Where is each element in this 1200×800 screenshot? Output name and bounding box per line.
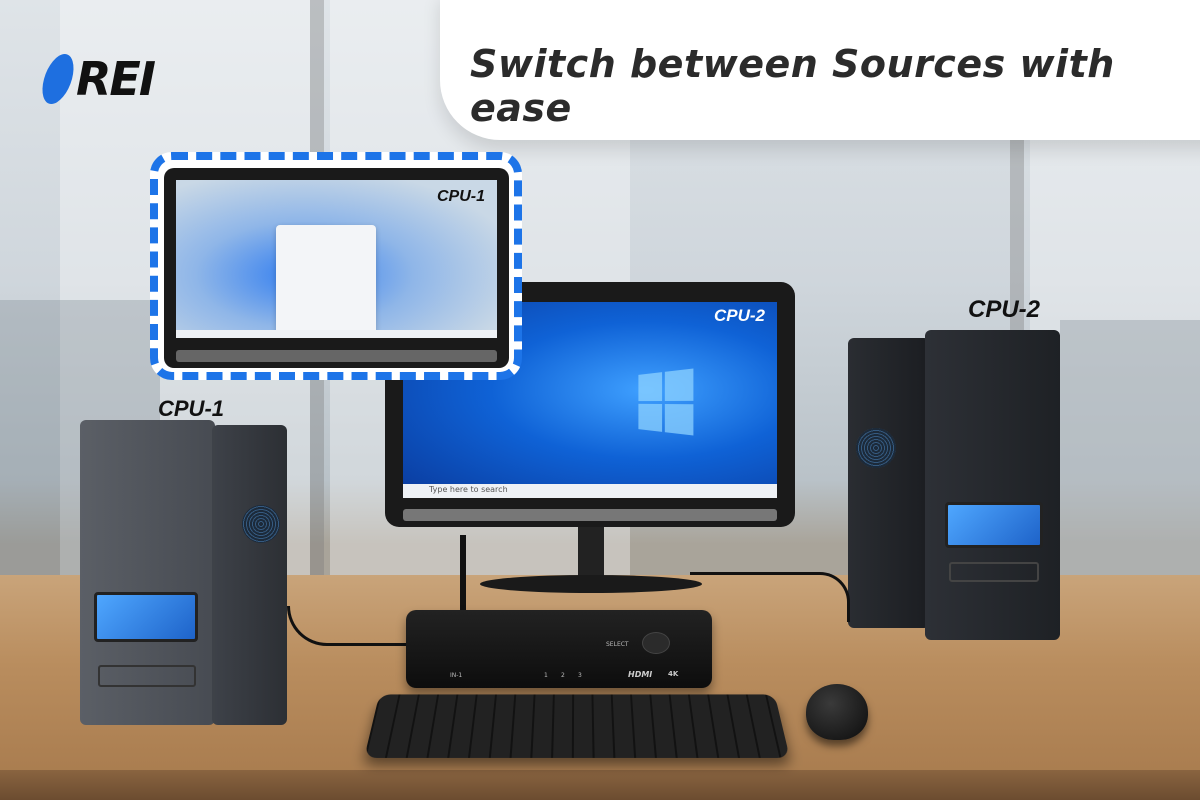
logo-text: REI [76,52,156,106]
hdmi-cable [690,572,850,622]
hdmi-cable [287,606,407,646]
monitor-1-label: CPU-1 [436,188,485,205]
fan-vent-icon [856,428,896,468]
tower-cpu-2-front [925,330,1060,640]
drive-bay [98,665,196,687]
monitor-2-label: CPU-2 [713,306,765,325]
port-2-indicator: 2 [561,672,565,679]
monitor-base [480,575,702,593]
keyboard [364,694,790,758]
monitor-stand [578,527,604,582]
monitor-speaker-bar [176,350,497,362]
tower-cpu-1-side [212,425,287,725]
headline: Switch between Sources with ease [470,42,1115,130]
headline-banner [440,0,1200,140]
start-menu [276,225,376,338]
drive-bay [949,562,1039,582]
logo-o-icon [37,54,79,104]
taskbar: Type here to search [403,484,777,498]
4k-badge: 4K [668,670,679,678]
tower-lcd-display [94,592,198,642]
select-label: SELECT [606,641,629,648]
port-3-indicator: 3 [578,672,582,679]
select-button[interactable] [642,632,670,654]
tower-2-label: CPU-2 [968,296,1041,323]
city-skyline [1060,320,1200,610]
orei-logo: REI [37,52,156,106]
tower-lcd-display [945,502,1043,548]
taskbar [176,330,497,338]
windows-logo-icon [638,368,694,436]
taskbar-search[interactable]: Type here to search [429,485,508,494]
hdmi-cable [460,535,466,610]
monitor-cpu-1: CPU-1 [164,168,509,368]
fan-vent-icon [242,505,280,543]
tower-cpu-1-front [80,420,215,725]
port-1-indicator: 1 [544,672,548,679]
desk-edge [0,770,1200,800]
input-label: IN-1 [450,672,463,679]
hdmi-logo: HDMI [628,670,653,679]
tower-cpu-2-side [848,338,930,628]
mouse [806,684,868,740]
kvm-switch: SELECT IN-1 1 2 3 HDMI 4K [406,610,712,688]
monitor-speaker-bar [403,509,777,521]
tower-1-label: CPU-1 [158,396,225,421]
windows-11-desktop [176,180,497,338]
